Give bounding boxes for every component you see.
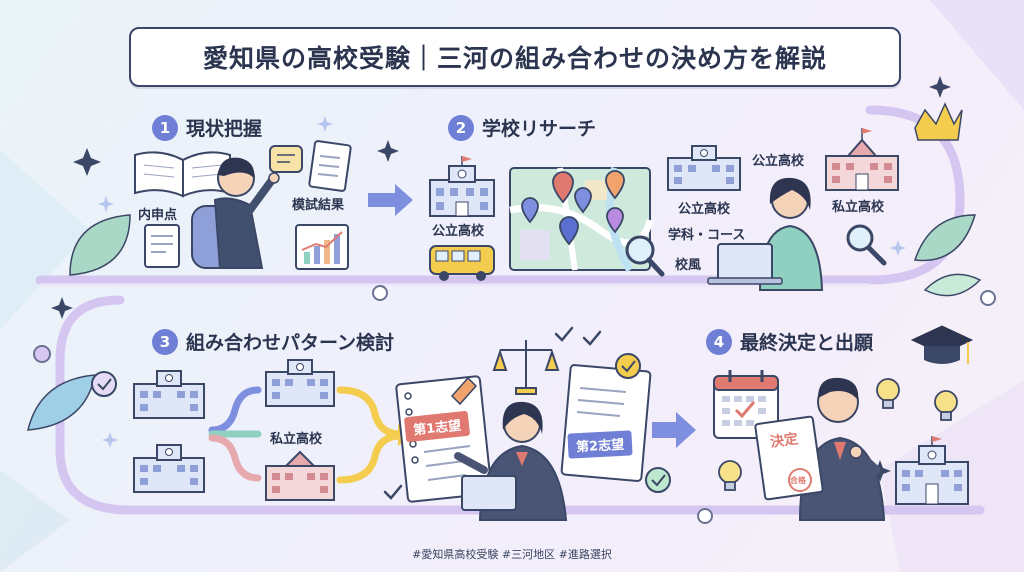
lightbulb-icons: [718, 378, 958, 491]
decided-label: 決定: [769, 431, 800, 451]
speech-bubble-icon: [269, 145, 303, 173]
second-choice-tag: 第2志望: [567, 430, 633, 459]
public-school-icon-right: [667, 145, 741, 191]
private-school-icon-c: [265, 450, 335, 501]
student-girl-desk-figure: [454, 401, 568, 521]
scales-icon: [492, 340, 560, 395]
notebook-second-choice: [560, 364, 652, 482]
arrow-right-icon-2: [652, 412, 696, 448]
school-icon-b: [133, 444, 205, 493]
page-title: 愛知県の高校受験｜三河の組み合わせの決め方を解説: [129, 27, 901, 87]
step-3-number: 3: [152, 328, 178, 355]
step-4-heading: 4 最終決定と出願: [706, 328, 873, 355]
public-school-label-mid: 公立高校: [678, 202, 731, 217]
step-4-label: 最終決定と出願: [740, 332, 874, 354]
school-icon-d: [895, 436, 969, 505]
pencil-icon: [450, 376, 478, 406]
step-1-label: 現状把握: [186, 118, 263, 140]
private-school-label-step3: 私立高校: [270, 432, 323, 447]
course-label: 学科・コース: [668, 228, 746, 243]
notebook-first-choice: [395, 375, 493, 503]
magnifier-icon: [625, 235, 665, 277]
journey-path: [35, 105, 965, 285]
moshi-label: 模試結果: [292, 198, 345, 213]
report-doc-icon: [144, 224, 180, 268]
test-paper-icon: [308, 140, 352, 192]
step-1-heading: 1 現状把握: [152, 114, 262, 141]
school-icon-c: [265, 359, 335, 407]
step-1-number: 1: [152, 114, 178, 141]
location-pin-icons: [521, 170, 625, 246]
step-3-label: 組み合わせパターン検討: [186, 332, 395, 354]
school-culture-label: 校風: [675, 258, 702, 273]
step-3-heading: 3 組み合わせパターン検討: [152, 328, 394, 355]
naishinten-label: 内申点: [138, 208, 178, 223]
public-school-building-icon: [429, 156, 495, 217]
private-school-label: 私立高校: [832, 200, 885, 215]
leaf-icon: [69, 214, 131, 276]
arrow-right-icon: [368, 184, 413, 216]
public-school-label-left: 公立高校: [432, 224, 485, 239]
student-girl-laptop-figure: [707, 177, 824, 291]
step-4-number: 4: [706, 328, 732, 355]
school-bus-icon: [429, 245, 495, 281]
public-school-label-top: 公立高校: [752, 154, 805, 169]
pass-stamp-label: 合格: [790, 476, 806, 485]
private-school-icon: [825, 128, 899, 191]
student-boy-figure: [191, 157, 280, 269]
step-2-heading: 2 学校リサーチ: [448, 114, 596, 141]
growth-chart-icon: [295, 224, 349, 270]
check-icons: [383, 326, 602, 500]
crown-icon: [914, 102, 963, 141]
branch-arrows-icon: [208, 386, 404, 484]
magnifier-icon-2: [846, 224, 887, 266]
step-2-label: 学校リサーチ: [482, 118, 597, 140]
hashtags: #愛知県高校受験 #三河地区 #進路選択: [412, 548, 612, 561]
school-icon-a: [133, 370, 205, 419]
check-badge-icon: [615, 353, 641, 379]
decision-document: [754, 415, 824, 501]
step-2-number: 2: [448, 114, 474, 141]
book-icon: [134, 151, 231, 198]
graduation-cap-icon: [910, 325, 974, 364]
